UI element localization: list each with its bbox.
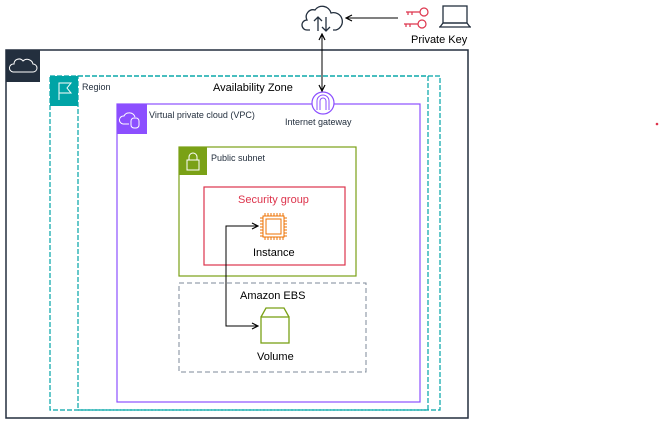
instance-volume-connector (225, 226, 258, 326)
igw-label: Internet gateway (285, 117, 352, 127)
sg-label: Security group (238, 194, 309, 206)
vpc-icon (119, 112, 136, 125)
ebs-label: Amazon EBS (240, 290, 306, 302)
region-group (49, 75, 441, 411)
instance-icon (260, 213, 287, 240)
availability-zone-group (77, 75, 429, 411)
region-header (50, 76, 78, 106)
az-label: Availability Zone (213, 82, 293, 94)
volume-icon (260, 307, 290, 344)
subnet-label: Public subnet (211, 153, 266, 163)
security-group (203, 186, 346, 266)
instance-label: Instance (253, 247, 295, 259)
key-icon (404, 7, 429, 29)
ebs-group (178, 282, 367, 373)
vpc-group (116, 103, 421, 403)
flag-icon (58, 82, 73, 100)
public-subnet-group (178, 146, 357, 277)
lock-icon (186, 159, 200, 171)
cloud-icon (9, 58, 38, 73)
aws-cloud-header (6, 50, 40, 82)
private-key-label: Private Key (411, 34, 468, 46)
internet-icon (301, 5, 344, 32)
laptop-icon (439, 5, 471, 28)
volume-label: Volume (257, 351, 294, 363)
region-label: Region (82, 82, 111, 92)
subnet-header (179, 147, 207, 175)
marker-dot (655, 122, 659, 126)
vpc-label: Virtual private cloud (VPC) (149, 110, 255, 120)
aws-cloud-group (5, 49, 469, 419)
